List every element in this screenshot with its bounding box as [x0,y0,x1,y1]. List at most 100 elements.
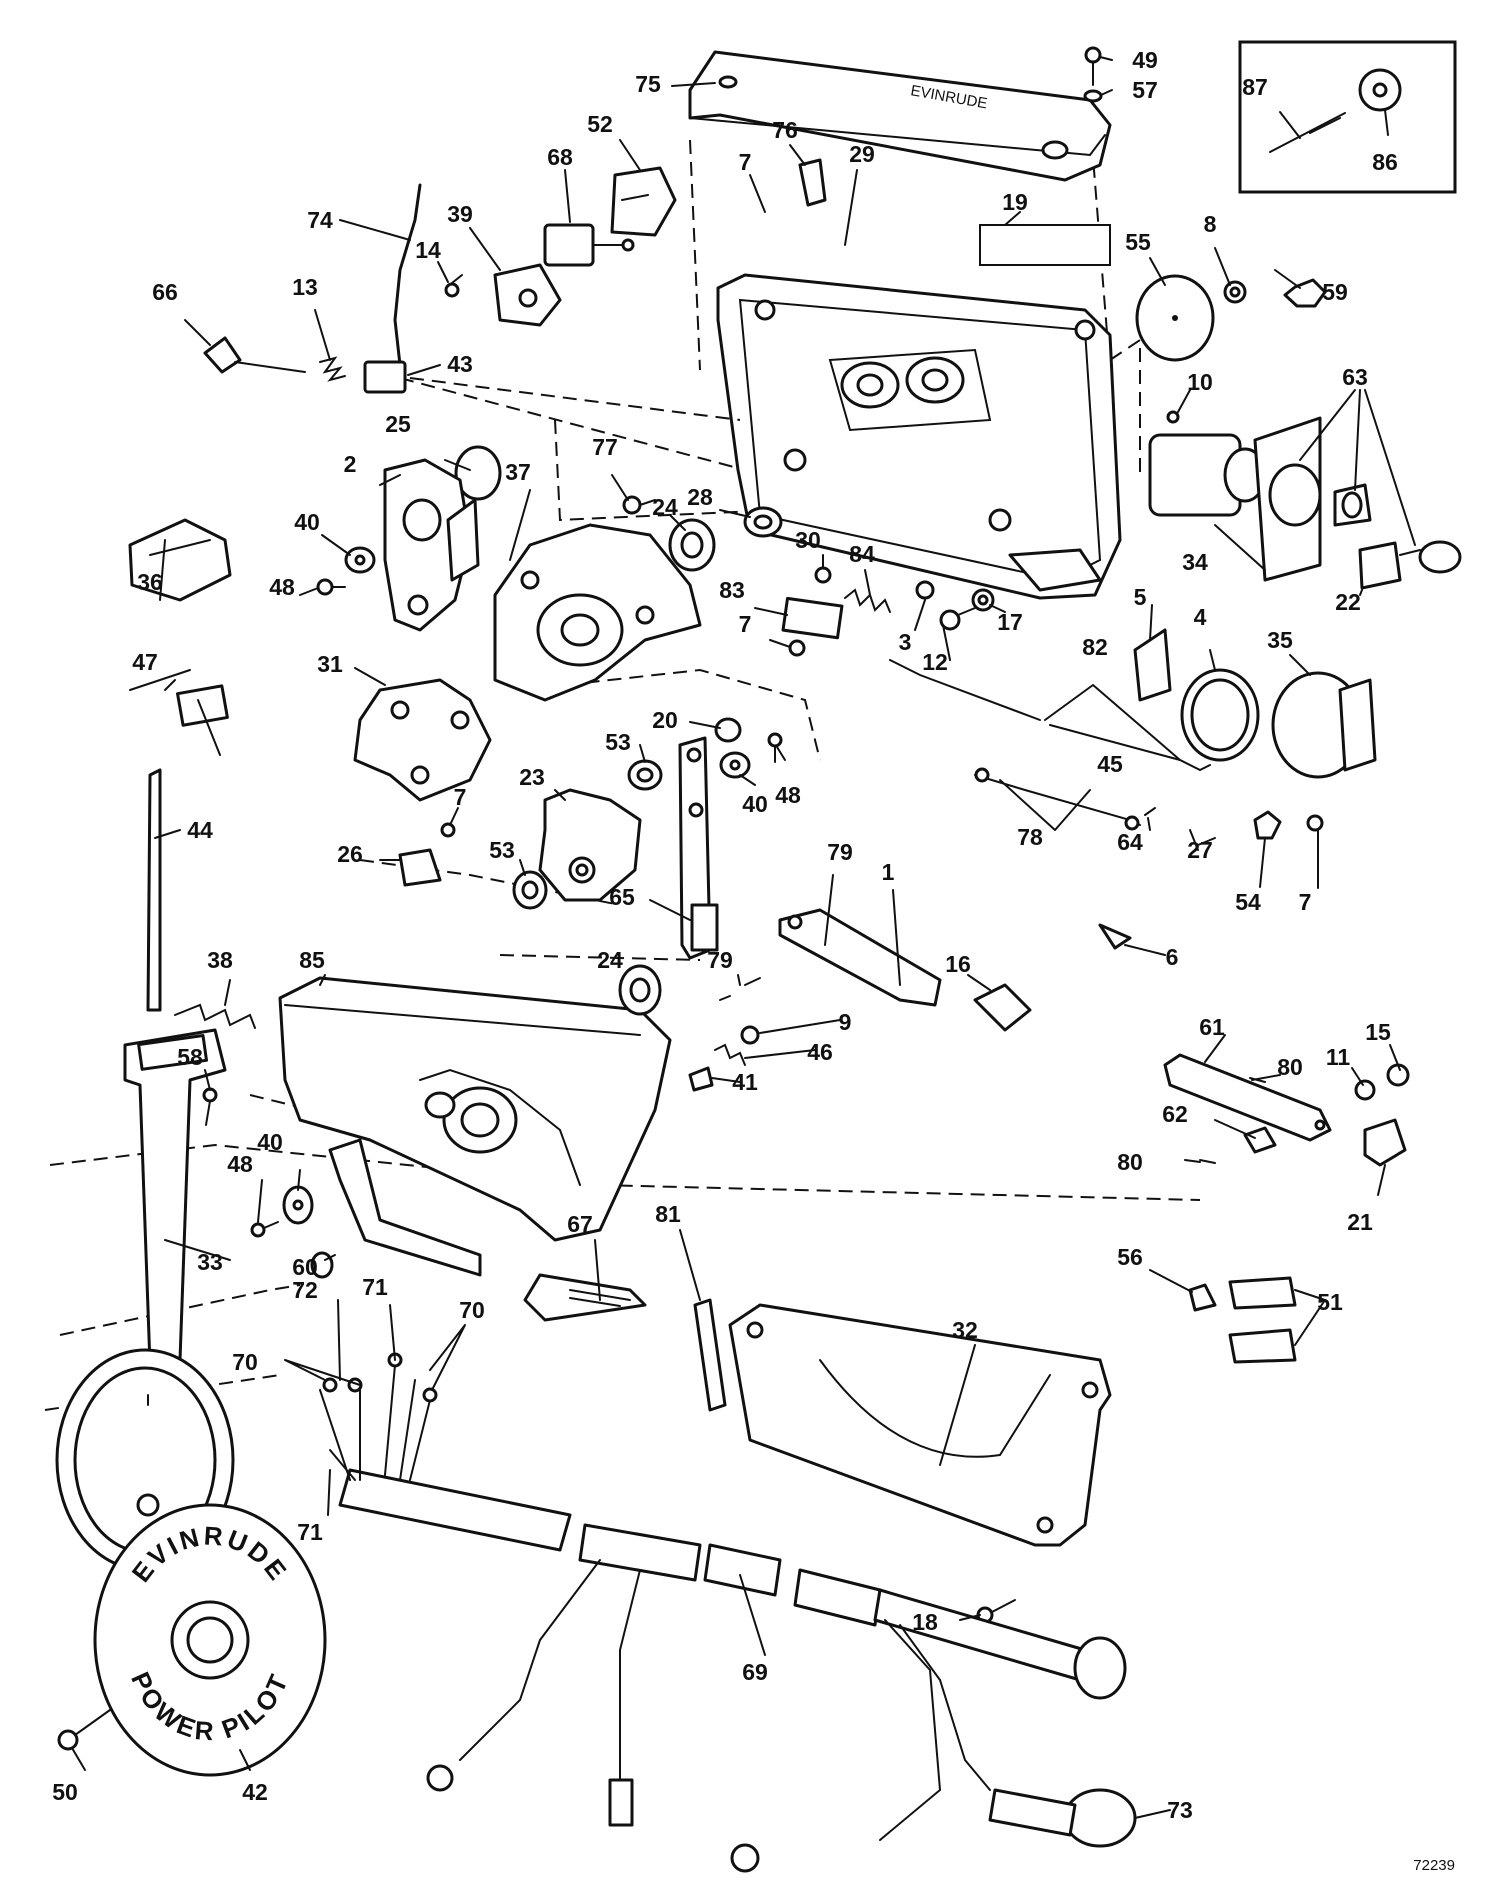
callout-c22: 22 [1335,589,1361,615]
callout-c54: 54 [1235,889,1261,915]
disc-55 [1135,274,1327,362]
callout-c38: 38 [207,947,233,973]
callout-c83: 83 [719,577,745,603]
screw-18 [976,1599,1016,1624]
callout-c51: 51 [1317,1289,1343,1315]
callout-c66: 66 [152,279,178,305]
callout-c70b: 70 [232,1349,258,1375]
shaft-1 [778,908,942,1007]
callout-c19: 19 [1002,189,1028,215]
callout-c14: 14 [415,237,441,263]
callout-c7c: 7 [454,784,467,810]
callout-c23: 23 [519,764,545,790]
gauge-4 [1133,628,1377,779]
callout-c79a: 79 [827,839,853,865]
strip-81 [693,1298,727,1412]
callout-c50: 50 [52,1779,78,1805]
callout-c81: 81 [655,1201,681,1227]
pilot-disc-42: EVINRUDE POWER PILOT [93,1503,327,1777]
callout-c52: 52 [587,111,613,137]
callout-c10: 10 [1187,369,1213,395]
detent-parts [781,566,995,657]
spring-47 [129,669,229,727]
callout-c82: 82 [1082,634,1108,660]
callout-c79b: 79 [707,947,733,973]
callout-c16: 16 [945,951,971,977]
bracket-39 [493,263,562,327]
knob-66 [203,336,741,421]
callout-c53b: 53 [489,837,515,863]
callout-c85: 85 [299,947,325,973]
callout-c58: 58 [177,1044,203,1070]
callout-c7d: 7 [1299,889,1312,915]
callout-c46: 46 [807,1039,833,1065]
callout-c7b: 7 [739,611,752,637]
callout-c55: 55 [1125,229,1151,255]
lever-33 [55,1028,235,1572]
callout-c45: 45 [1097,751,1123,777]
callout-c13: 13 [292,274,318,300]
callout-c47: 47 [132,649,158,675]
callout-c63: 63 [1342,364,1368,390]
callout-c43: 43 [447,351,473,377]
callout-c26: 26 [337,841,363,867]
washers-mid [714,717,783,779]
callout-c78: 78 [1017,824,1043,850]
callout-c25: 25 [385,411,411,437]
callout-c75: 75 [635,71,661,97]
detent-lower [688,1025,760,1092]
callout-c62: 62 [1162,1101,1188,1127]
callout-c74: 74 [307,207,333,233]
screw-58 [202,1087,218,1126]
wire-74 [393,183,422,367]
callout-c30: 30 [795,527,821,553]
callout-c6: 6 [1166,944,1179,970]
callout-c35: 35 [1267,627,1293,653]
callout-c32: 32 [952,1317,978,1343]
callout-c24a: 24 [652,494,678,520]
callout-c15: 15 [1365,1019,1391,1045]
callout-c48a: 48 [269,574,295,600]
callout-c21: 21 [1347,1209,1373,1235]
inset-box [1238,40,1457,194]
quadrant-31 [353,678,492,802]
callout-c71b: 71 [297,1519,323,1545]
callout-c11: 11 [1326,1044,1351,1070]
screw-50 [57,1709,111,1751]
callout-c27: 27 [1187,837,1213,863]
washer-40-upper [316,546,376,596]
callout-c37: 37 [505,459,531,485]
link-65 [678,736,719,960]
washer-40-lower [250,1185,334,1279]
cap-36 [128,518,232,602]
spring-38 [174,1003,256,1029]
callout-c86: 86 [1372,149,1398,175]
callout-c31: 31 [317,651,343,677]
callout-c40a: 40 [294,509,320,535]
cam-plate-2 [383,445,502,632]
callout-c41: 41 [732,1069,758,1095]
callout-c42: 42 [242,1779,268,1805]
screw-14 [444,274,463,298]
callout-c53a: 53 [605,729,631,755]
main-housing [716,273,1122,600]
callout-c40b: 40 [742,791,768,817]
callout-c80a: 80 [1277,1054,1303,1080]
callout-c71a: 71 [362,1274,388,1300]
top-cover: EVINRUDE [688,50,1112,182]
callout-c9: 9 [839,1009,852,1035]
callout-c80b: 80 [1117,1149,1143,1175]
bracket-67 [328,1138,647,1322]
callout-c36: 36 [137,569,163,595]
callout-c60: 60 [292,1254,318,1280]
grommets-53 [512,759,663,910]
reference-number: 72239 [1413,1857,1455,1874]
plate-52 [610,166,677,237]
callout-c56: 56 [1117,1244,1143,1270]
nut-54 [1253,810,1324,840]
side-cover-32 [728,1303,1112,1547]
callout-c7a: 7 [739,149,752,175]
clip-6 [1098,923,1132,950]
callout-c24b: 24 [597,947,623,973]
